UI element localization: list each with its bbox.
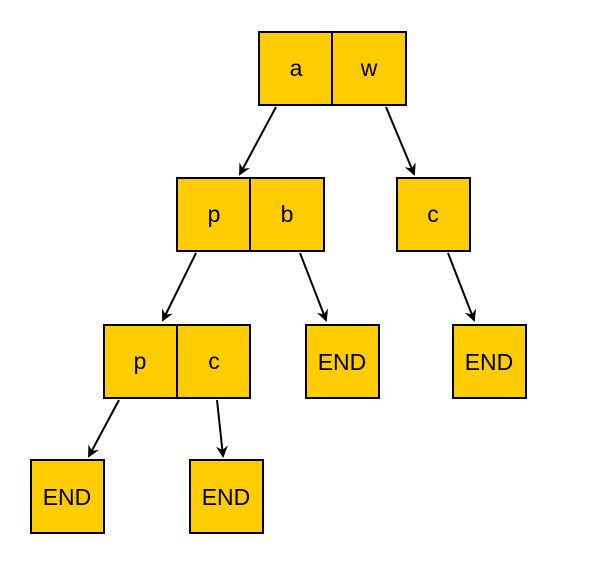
edge-root-w-to-c (385, 106, 416, 176)
node-end-c-cell (452, 324, 527, 399)
edge-pc-c-to-end-pc-c (215, 399, 228, 458)
node-root-cell-w (331, 31, 407, 106)
node-end-pc-c-label: END (202, 484, 251, 510)
node-end-p-cell (30, 459, 105, 534)
node-pc-label-p: p (134, 348, 147, 374)
node-end-p: END (30, 459, 105, 534)
edge-root-a-to-pb (239, 106, 277, 176)
node-end-p-label: END (43, 484, 92, 510)
node-root-label-a: a (290, 55, 303, 81)
node-pb: p b (176, 177, 325, 252)
node-pb-cell-b (249, 177, 325, 252)
node-end-pc-c-cell (189, 459, 264, 534)
node-end-c: END (452, 324, 527, 399)
edge-pb-p-to-pc (162, 252, 197, 322)
node-end-b-label: END (318, 349, 367, 375)
node-end-b-cell (305, 324, 380, 399)
node-end-c-label: END (465, 349, 514, 375)
node-pb-label-p: p (208, 201, 221, 227)
edge-pb-b-to-end-b (299, 252, 328, 322)
node-pc-cell-c (176, 324, 251, 399)
edges (88, 106, 476, 458)
node-c-label-c: c (427, 201, 439, 227)
node-c-cell-c (396, 177, 471, 252)
node-pb-label-b: b (281, 201, 294, 227)
node-root-label-w: w (360, 55, 378, 81)
node-pc-cell-p (103, 324, 178, 399)
node-pc-label-c: c (208, 348, 220, 374)
node-end-pc-c: END (189, 459, 264, 534)
node-root-cell-a (258, 31, 333, 106)
node-end-b: END (305, 324, 380, 399)
edge-c-to-end-c (447, 252, 476, 322)
node-root: a w (258, 31, 407, 106)
edge-pc-p-to-end-p (88, 399, 120, 458)
node-pb-cell-p (176, 177, 251, 252)
node-pc: p c (103, 324, 251, 399)
node-c: c (396, 177, 471, 252)
